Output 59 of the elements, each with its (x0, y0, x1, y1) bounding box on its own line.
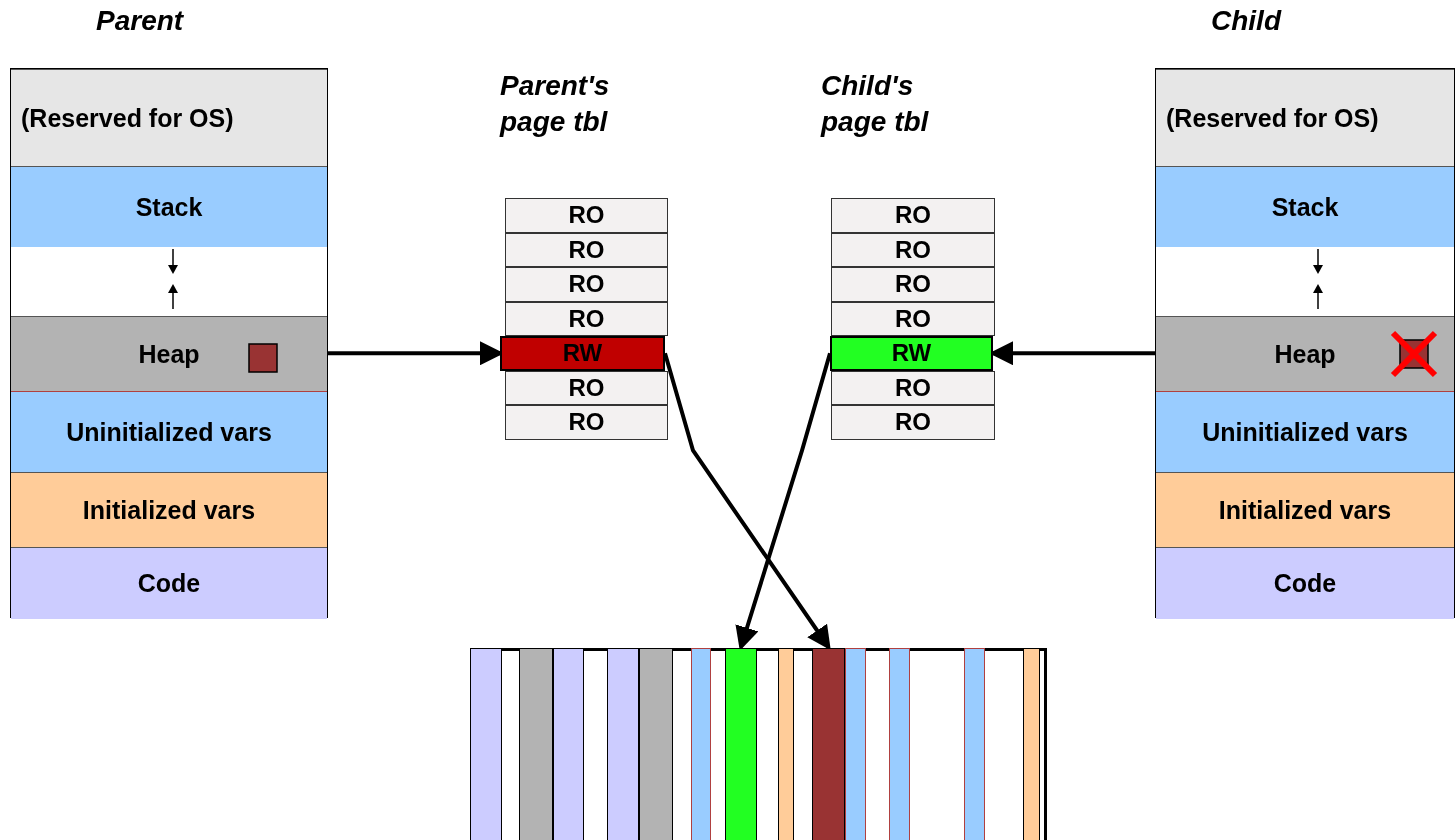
heading: Child (1211, 4, 1281, 38)
segment-label: (Reserved for OS) (21, 103, 234, 133)
segment-label: Heap (138, 339, 200, 369)
page-table-entry (505, 405, 668, 440)
entry-label: RO (895, 270, 931, 299)
memory-segment (11, 472, 327, 547)
page-table-entry (831, 370, 995, 405)
segment-label: Stack (1271, 192, 1339, 222)
heading: Parent (96, 4, 184, 38)
memory-segment (11, 391, 327, 472)
segment-label: Stack (135, 192, 203, 222)
memory-segment (1156, 166, 1454, 247)
entry-label: RO (895, 304, 931, 333)
memory-frame (812, 648, 845, 840)
entry-label: RW (562, 339, 603, 368)
entry-label: RO (568, 270, 605, 299)
entry-label: RO (568, 201, 605, 230)
segment-label: Initialized vars (1218, 495, 1392, 525)
memory-segment (1156, 316, 1454, 391)
segment-label: Uninitialized vars (1202, 417, 1408, 447)
memory-segment (1156, 391, 1454, 472)
memory-segment (1156, 472, 1454, 547)
page-table-entry (505, 370, 668, 405)
segment-label: Uninitialized vars (66, 417, 272, 447)
segment-label: Heap (1274, 339, 1336, 369)
memory-segment (11, 69, 327, 166)
entry-label: RO (568, 373, 605, 402)
page-table-entry (505, 232, 668, 267)
memory-frame (725, 648, 757, 840)
entry-label: RO (895, 235, 931, 264)
page-table-entry (831, 267, 995, 302)
page-table-entry (831, 405, 995, 440)
memory-segment (1156, 69, 1454, 166)
entry-label: RO (568, 408, 605, 437)
segment-label: Code (137, 569, 201, 598)
entry-label: RO (568, 304, 605, 333)
page-table-entry (831, 301, 995, 336)
entry-label: RO (895, 408, 931, 437)
segment-label: Initialized vars (82, 495, 256, 525)
page-table-entry (505, 198, 668, 233)
page-table-entry (831, 232, 995, 267)
page-table-entry (505, 267, 668, 302)
entry-label: RW (891, 339, 932, 368)
entry-label: RO (568, 235, 605, 264)
heading: Parent's page tbl (500, 69, 611, 139)
segment-label: (Reserved for OS) (1166, 103, 1379, 133)
page-table-entry-highlighted (830, 336, 993, 371)
memory-segment (11, 316, 327, 391)
physical-memory-box (470, 648, 1047, 840)
page-table-entry-highlighted (500, 336, 665, 371)
memory-segment (11, 166, 327, 247)
page-table-entry (505, 301, 668, 336)
heading: Child's page tbl (821, 69, 930, 139)
memory-segment (11, 547, 327, 619)
segment-label: Code (1273, 569, 1337, 598)
memory-segment (1156, 547, 1454, 619)
entry-label: RO (895, 201, 931, 230)
page-table-entry (831, 198, 995, 233)
entry-label: RO (895, 373, 931, 402)
